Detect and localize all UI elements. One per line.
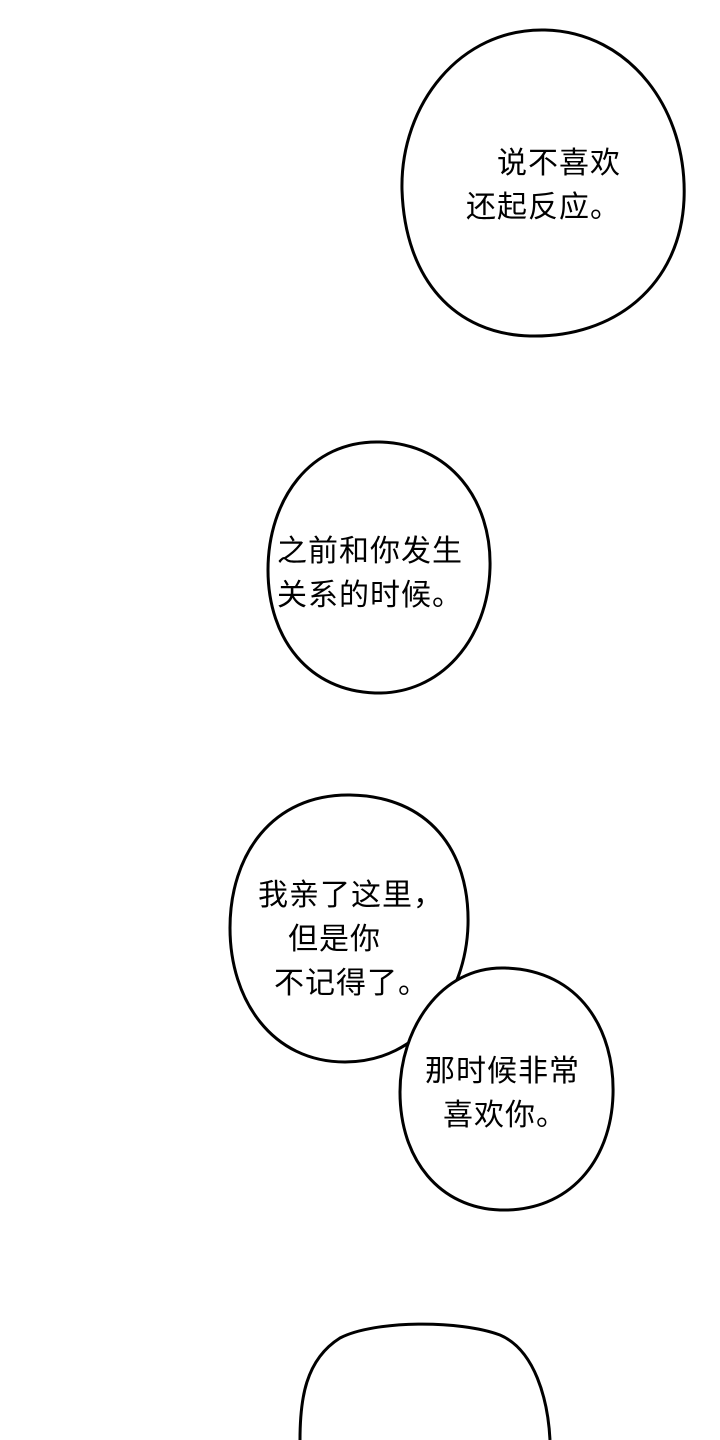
- speech-line: 但是你: [288, 922, 381, 957]
- speech-line: 不记得了。: [274, 966, 429, 1001]
- speech-line: 说不喜欢: [497, 146, 621, 181]
- speech-bubble-2-text: 之前和你发生 关系的时候。: [277, 530, 463, 618]
- speech-bubble-3-text: 我亲了这里， 但是你 不记得了。: [258, 874, 444, 1006]
- speech-bubble-3-outline: [228, 793, 470, 1064]
- speech-line: 那时候非常: [425, 1054, 580, 1089]
- speech-line: 关系的时候。: [277, 578, 463, 613]
- speech-bubble-1-text: 说不喜欢 还起反应。: [466, 142, 621, 230]
- speech-bubble-5-outline: [298, 1322, 552, 1440]
- speech-line: 喜欢你。: [443, 1098, 567, 1133]
- speech-bubble-2-outline: [266, 440, 492, 695]
- speech-bubble-4-text: 那时候非常 喜欢你。: [425, 1050, 580, 1138]
- speech-line: 我亲了这里，: [258, 878, 444, 913]
- speech-line: 之前和你发生: [277, 534, 463, 569]
- speech-bubble-1-outline: [400, 28, 686, 338]
- speech-bubble-4-outline: [398, 966, 615, 1212]
- speech-line: 还起反应。: [466, 190, 621, 225]
